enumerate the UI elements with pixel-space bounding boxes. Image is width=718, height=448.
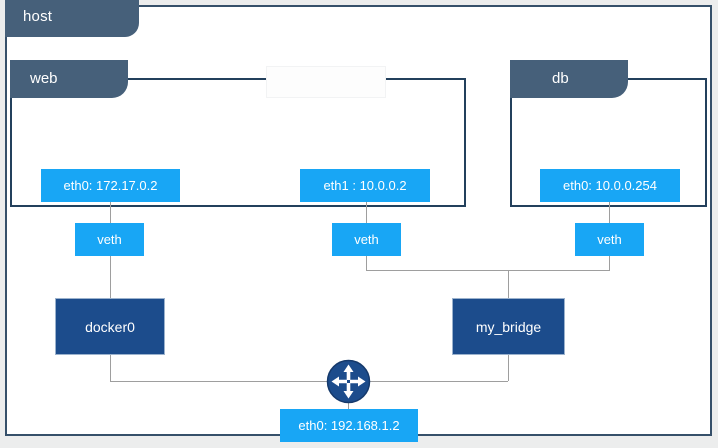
interface-db-eth0[interactable]: eth0: 10.0.0.254 <box>540 169 680 202</box>
link-veth-db-junction <box>609 256 610 270</box>
interface-host-eth0[interactable]: eth0: 192.168.1.2 <box>280 409 418 442</box>
veth-web-docker0[interactable]: veth <box>75 223 144 256</box>
container-tab-web-label: web <box>30 70 58 87</box>
junction-bus-top <box>366 270 610 271</box>
ghost-rectangle-artifact <box>266 66 386 98</box>
bridge-my-bridge[interactable]: my_bridge <box>452 298 565 355</box>
link-db-eth0-veth <box>609 202 610 224</box>
host-tab-label: host <box>23 8 53 25</box>
interface-web-eth0[interactable]: eth0: 172.17.0.2 <box>41 169 180 202</box>
link-my-bridge-bus <box>508 355 509 381</box>
container-tab-web[interactable]: web <box>10 60 128 98</box>
veth-db-my-bridge[interactable]: veth <box>575 223 644 256</box>
bottom-bus <box>110 381 508 382</box>
link-veth-docker0 <box>110 256 111 298</box>
link-junction-my-bridge <box>508 270 509 298</box>
router-icon[interactable] <box>326 359 371 404</box>
veth-web-my-bridge[interactable]: veth <box>332 223 401 256</box>
host-tab[interactable]: host <box>5 0 139 37</box>
container-tab-db[interactable]: db <box>510 60 628 98</box>
link-web-eth1-veth <box>366 202 367 224</box>
link-veth-web-junction <box>366 256 367 270</box>
container-tab-db-label: db <box>552 70 569 87</box>
link-docker0-bus <box>110 355 111 381</box>
link-web-eth0-veth <box>110 202 111 224</box>
bridge-docker0[interactable]: docker0 <box>55 298 165 355</box>
interface-web-eth1[interactable]: eth1 : 10.0.0.2 <box>300 169 430 202</box>
